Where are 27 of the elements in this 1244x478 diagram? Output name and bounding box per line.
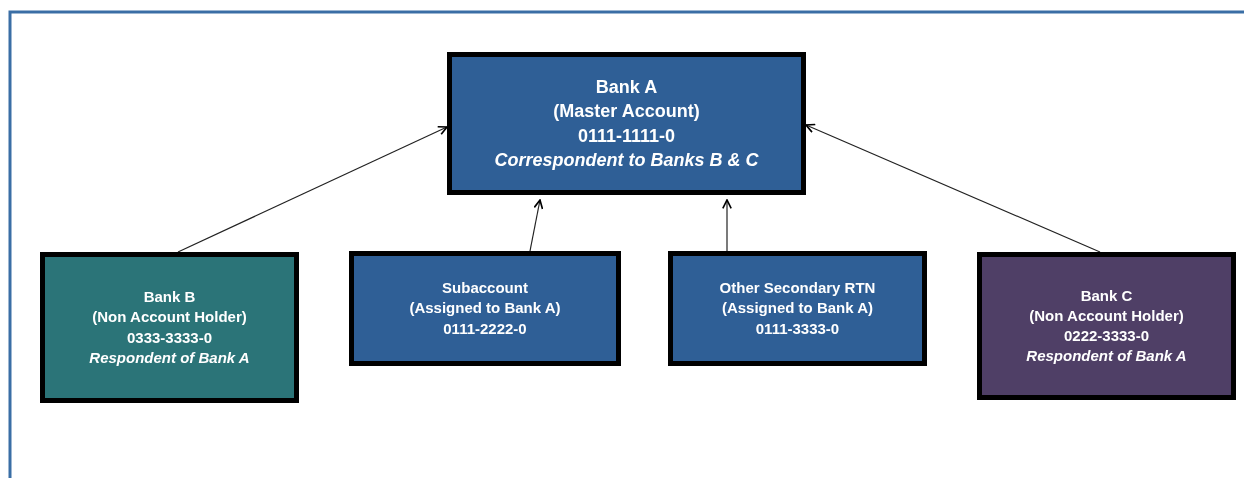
account-label: (Non Account Holder) [92,307,247,328]
account-label: 0111-2222-0 [443,318,527,339]
account-label: Correspondent to Banks B & C [494,148,759,172]
account-label: (Non Account Holder) [1029,305,1184,326]
arrow [529,199,544,252]
account-label: 0333-3333-0 [126,327,213,348]
account-label: Subaccount [442,278,528,299]
account-label: Bank A [595,75,658,99]
arrow [177,125,448,253]
account-box [977,252,1236,400]
account-label: (Assigned to Bank A) [409,298,561,319]
account-label: Respondent of Bank A [1026,346,1187,367]
account-label: Bank C [1080,285,1133,306]
account-box [447,52,806,195]
account-label: Other Secondary RTN [719,278,876,299]
account-label: Respondent of Bank A [89,347,250,368]
account-label: (Assigned to Bank A) [721,298,874,319]
account-label: 0111-3333-0 [755,318,840,339]
account-box [40,252,299,403]
account-label: 0111-1111-0 [577,124,676,148]
account-box [668,251,927,366]
account-box [349,251,621,366]
arrow [805,123,1101,253]
account-label: Bank B [143,287,196,307]
account-label: (Master Account) [553,100,700,124]
arrow [722,199,732,252]
account-label: 0222-3333-0 [1063,326,1150,346]
